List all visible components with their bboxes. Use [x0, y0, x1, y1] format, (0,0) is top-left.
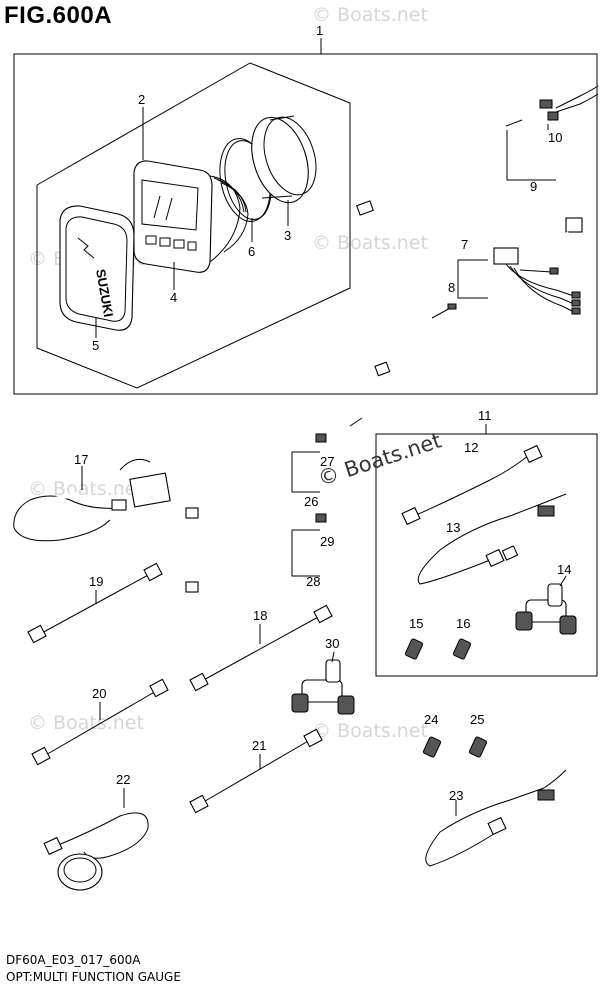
watermark: © Boats.net: [28, 478, 144, 500]
callout-3: 3: [284, 228, 291, 243]
callout-22: 22: [116, 772, 130, 787]
cable-17: [13, 458, 171, 542]
watermark: © Boats.net: [312, 720, 428, 742]
callout-6: 6: [248, 244, 255, 259]
gauge-4: [133, 160, 249, 290]
sensor-22: [43, 788, 149, 891]
callout-30: 30: [325, 636, 339, 651]
callout-7: 7: [461, 237, 468, 252]
nut-ring-3: [251, 115, 317, 226]
harness-9: [356, 85, 599, 216]
terminator-16: [452, 638, 472, 660]
watermark: © Boats.net: [312, 232, 428, 254]
callout-26: 26: [304, 494, 318, 509]
callout-24: 24: [424, 712, 438, 727]
cable-23: [425, 769, 567, 867]
figure-title: FIG.600A: [4, 2, 113, 29]
cable-13: [417, 493, 567, 585]
cable-20: [31, 678, 169, 766]
terminator-25: [468, 736, 488, 758]
gauge-group-box: [36, 62, 351, 389]
gauge-cover-5: SUZUKI: [59, 205, 135, 338]
watermark: © Boats.net: [28, 712, 144, 734]
t-connector-30: [291, 651, 355, 715]
figure-code: DF60A_E03_017_600A: [6, 953, 141, 967]
harness-28: [185, 503, 351, 593]
callout-2: 2: [138, 92, 145, 107]
callout-29: 29: [320, 534, 334, 549]
callout-9: 9: [530, 179, 537, 194]
cable-18: [189, 604, 333, 692]
harness-7: [374, 217, 583, 377]
terminator-15: [404, 638, 424, 660]
callout-17: 17: [74, 452, 88, 467]
kit-box-1: [13, 38, 598, 395]
callout-16: 16: [456, 616, 470, 631]
callout-18: 18: [253, 608, 267, 623]
callout-20: 20: [92, 686, 106, 701]
cable-19: [27, 562, 163, 644]
callout-14: 14: [557, 562, 571, 577]
callout-8: 8: [448, 280, 455, 295]
callout-19: 19: [89, 574, 103, 589]
callout-23: 23: [449, 788, 463, 803]
callout-5: 5: [92, 338, 99, 353]
watermark: © Boats.net: [312, 4, 428, 26]
callout-10: 10: [548, 130, 562, 145]
callout-27: 27: [320, 454, 334, 469]
callout-25: 25: [470, 712, 484, 727]
callout-13: 13: [446, 520, 460, 535]
t-connector-14: [515, 575, 577, 635]
callout-12: 12: [464, 440, 478, 455]
cable-12: [401, 444, 543, 526]
harness-26: [185, 417, 363, 519]
figure-description: OPT:MULTI FUNCTION GAUGE: [6, 970, 181, 984]
callout-4: 4: [170, 290, 177, 305]
terminator-24: [422, 736, 442, 758]
cable-21: [189, 728, 323, 814]
callout-28: 28: [306, 574, 320, 589]
callout-21: 21: [252, 738, 266, 753]
kit-box-11: [375, 424, 598, 677]
callout-1: 1: [316, 23, 323, 38]
callout-11: 11: [478, 408, 492, 423]
callout-15: 15: [409, 616, 423, 631]
